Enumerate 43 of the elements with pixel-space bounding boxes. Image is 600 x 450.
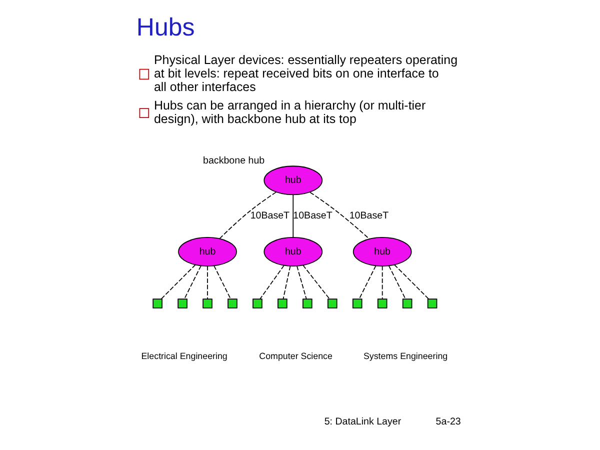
node-box xyxy=(227,298,237,308)
connector xyxy=(388,265,406,300)
label: Systems Engineering xyxy=(362,351,448,362)
label: Physical Layer devices: essentially repeaters operating at bit levels: repeat received bits on one interface to all other interfaces xyxy=(153,53,458,94)
connector xyxy=(218,192,276,239)
node-ellipse: hub xyxy=(352,237,412,266)
label: Hubs can be arranged in a hierarchy (or multi-tier design), with backbone hub at its top xyxy=(153,98,426,126)
connector xyxy=(213,265,231,300)
label: 5a-23 xyxy=(435,416,460,428)
node-box xyxy=(376,298,387,308)
node-box xyxy=(352,298,362,308)
node-box xyxy=(426,298,437,308)
connector xyxy=(381,266,382,300)
node-box xyxy=(152,298,162,308)
edge-label: 10BaseT xyxy=(250,210,290,222)
label: Electrical Engineering xyxy=(140,351,227,362)
node-box xyxy=(277,298,287,308)
node-ellipse: hub xyxy=(178,237,236,266)
label: 5: DataLink Layer xyxy=(324,416,401,428)
edge-label: 10BaseT xyxy=(292,210,332,222)
node-box xyxy=(202,298,212,308)
connector xyxy=(160,264,196,300)
connector xyxy=(206,266,208,300)
node-box xyxy=(402,298,412,308)
connector xyxy=(282,266,290,300)
node-box xyxy=(177,298,187,308)
connector xyxy=(296,266,306,300)
node-box xyxy=(302,298,312,308)
node-ellipse: hub xyxy=(263,237,322,266)
connector xyxy=(259,265,284,300)
diagram-title: Hubs xyxy=(136,13,194,42)
label: Computer Science xyxy=(258,351,332,362)
node-box xyxy=(326,298,337,308)
connector xyxy=(292,194,294,238)
connector xyxy=(358,265,376,300)
connector xyxy=(183,265,201,300)
edge-label: 10BaseT xyxy=(348,210,388,222)
node-label: backbone hub xyxy=(202,155,264,166)
connector xyxy=(302,264,330,300)
connector xyxy=(394,264,428,300)
node-box xyxy=(252,298,262,308)
node-ellipse: hub xyxy=(263,166,322,196)
connector xyxy=(309,192,370,240)
